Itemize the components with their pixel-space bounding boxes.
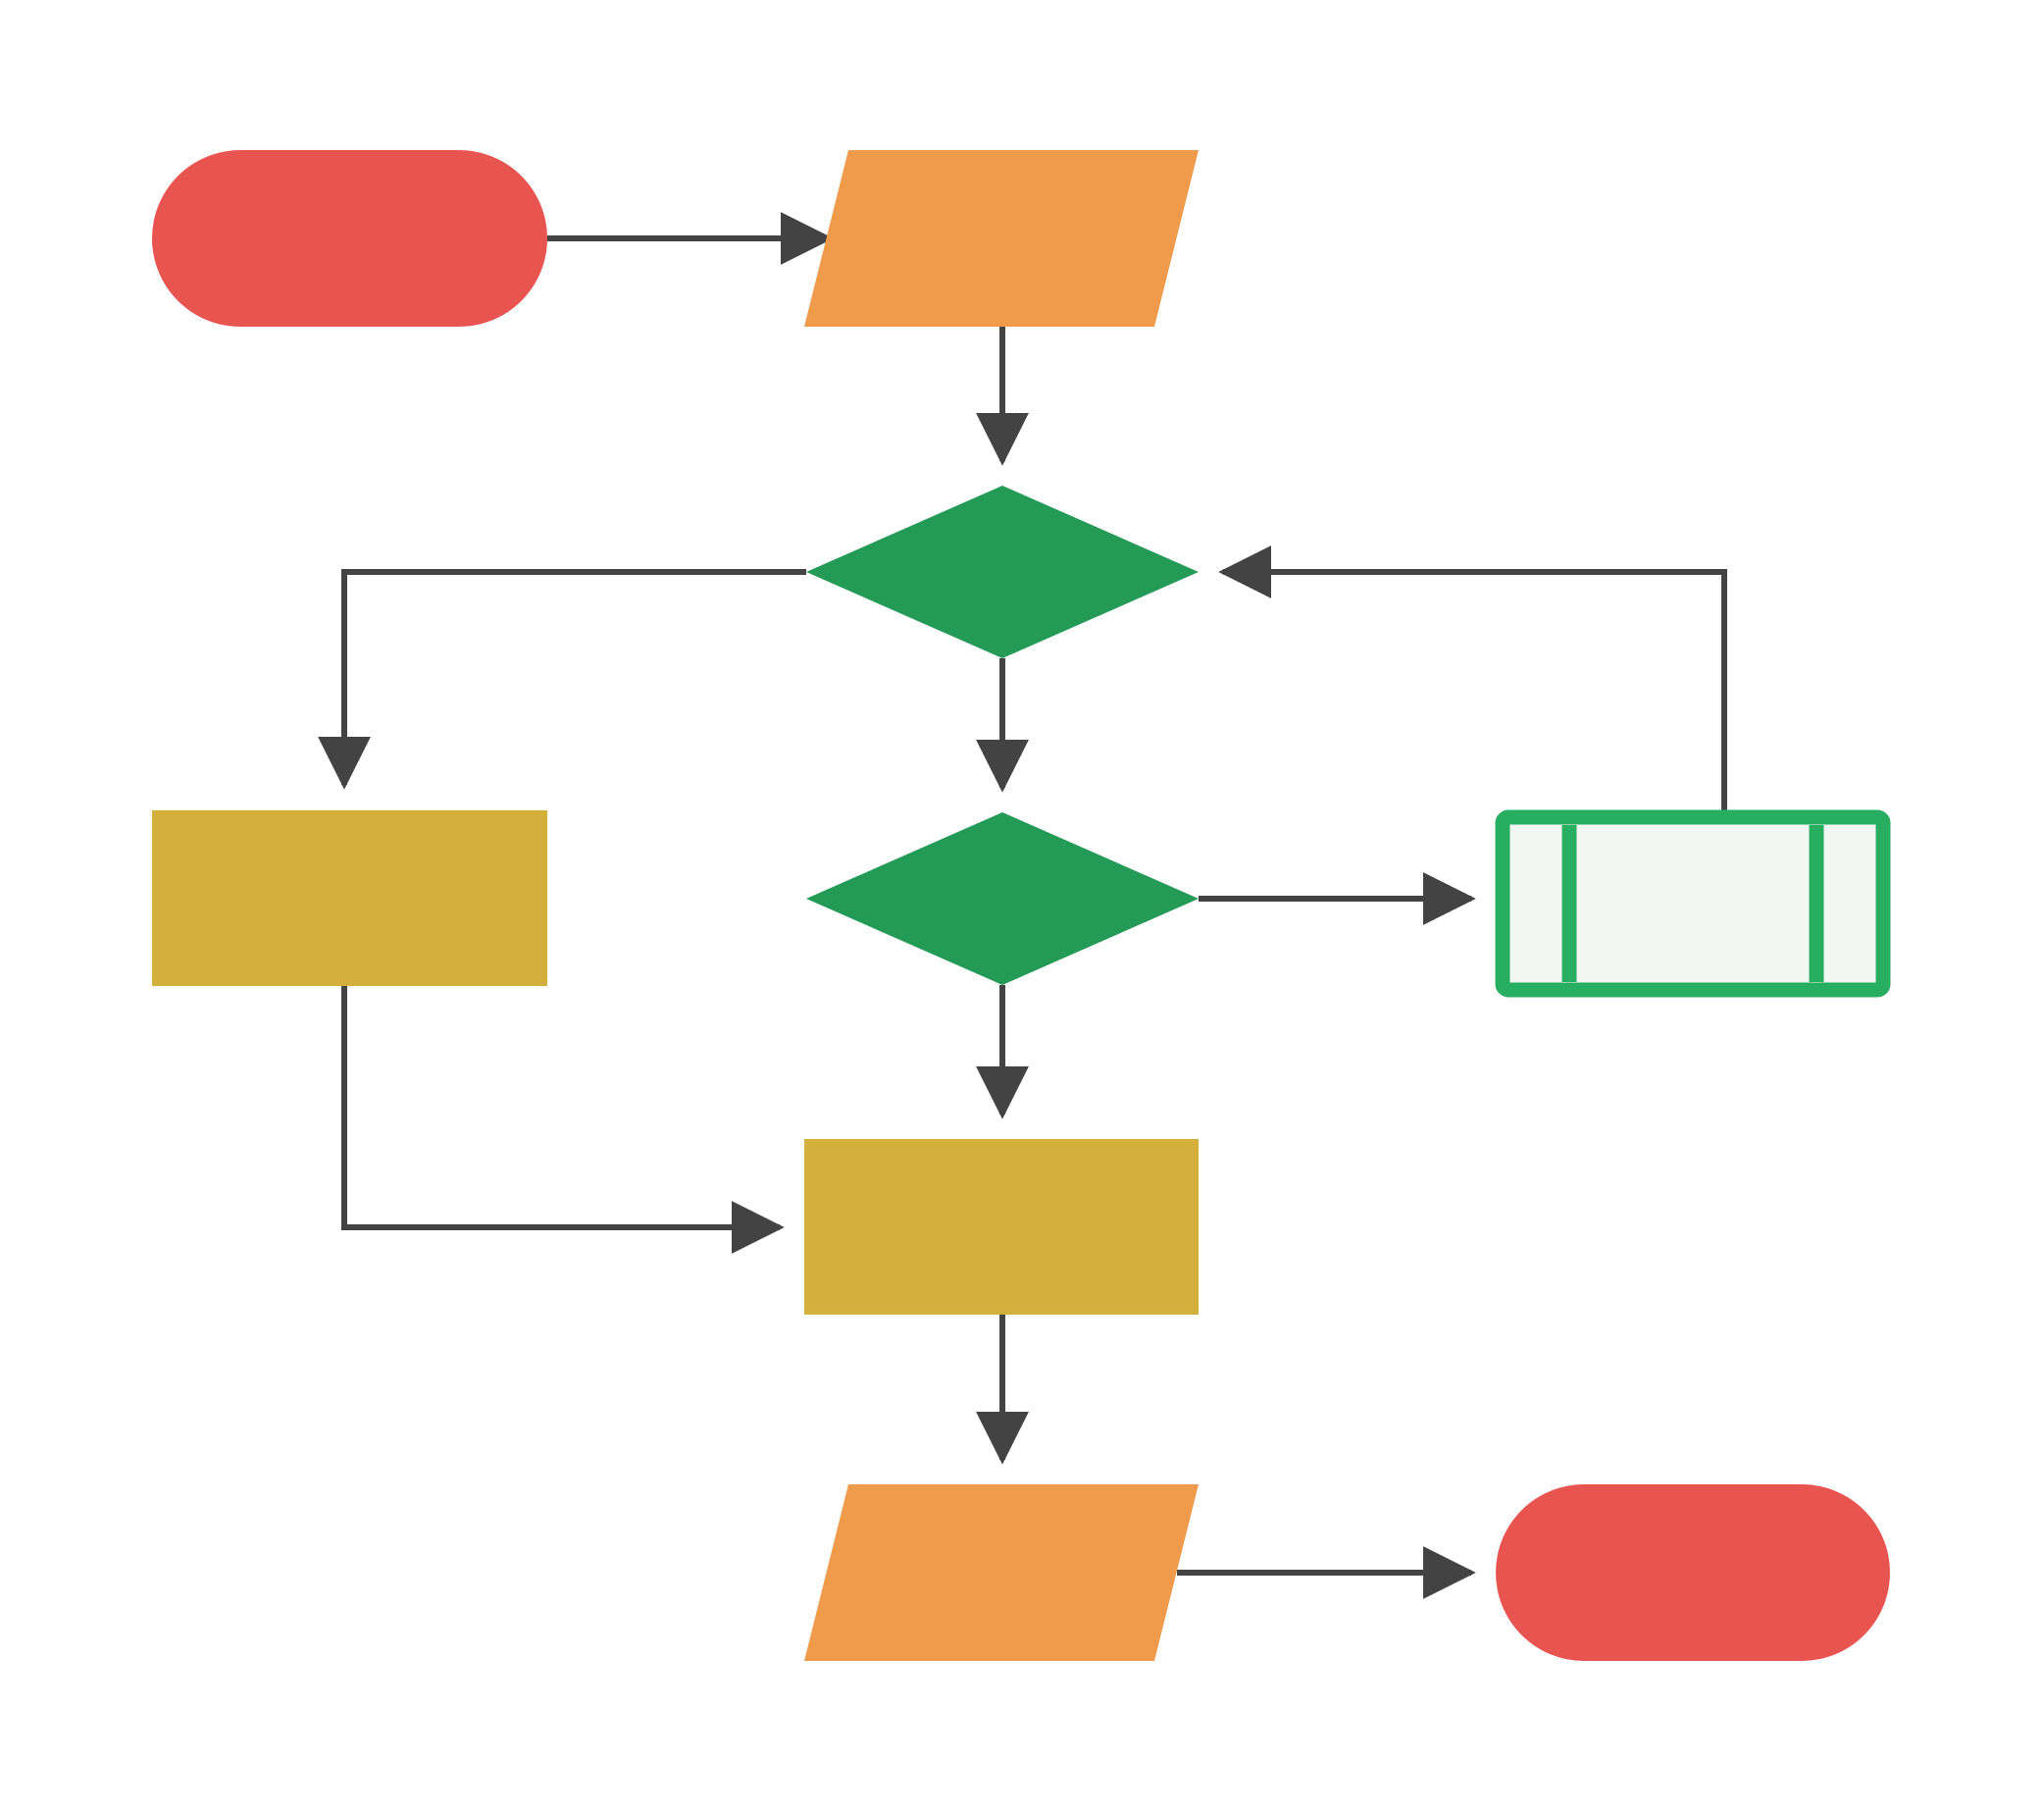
node-start[interactable] [152, 150, 547, 327]
node-end[interactable] [1496, 1484, 1890, 1661]
subroutine-outer-shape[interactable] [1495, 809, 1891, 998]
node-decision2[interactable] [806, 812, 1199, 985]
process-left-rect-shape[interactable] [152, 810, 547, 986]
output-parallelogram-shape[interactable] [804, 1484, 1199, 1661]
node-decision1[interactable] [806, 486, 1199, 658]
process-center-rect-shape[interactable] [804, 1139, 1199, 1315]
edge-process-left-to-process-center [341, 986, 785, 1254]
edge-decision1-to-process-left [318, 569, 806, 790]
node-process-center[interactable] [804, 1139, 1199, 1315]
node-process-left[interactable] [152, 810, 547, 986]
node-output[interactable] [804, 1484, 1199, 1661]
connector-layer [318, 212, 1727, 1599]
decision1-diamond-shape[interactable] [806, 486, 1199, 658]
input-parallelogram-shape[interactable] [804, 150, 1199, 327]
start-terminator-shape[interactable] [152, 150, 547, 327]
node-input[interactable] [804, 150, 1199, 327]
node-subroutine[interactable] [1495, 809, 1891, 998]
end-terminator-shape[interactable] [1496, 1484, 1890, 1661]
edge-subroutine-to-decision1 [1218, 545, 1727, 810]
decision2-diamond-shape[interactable] [806, 812, 1199, 985]
